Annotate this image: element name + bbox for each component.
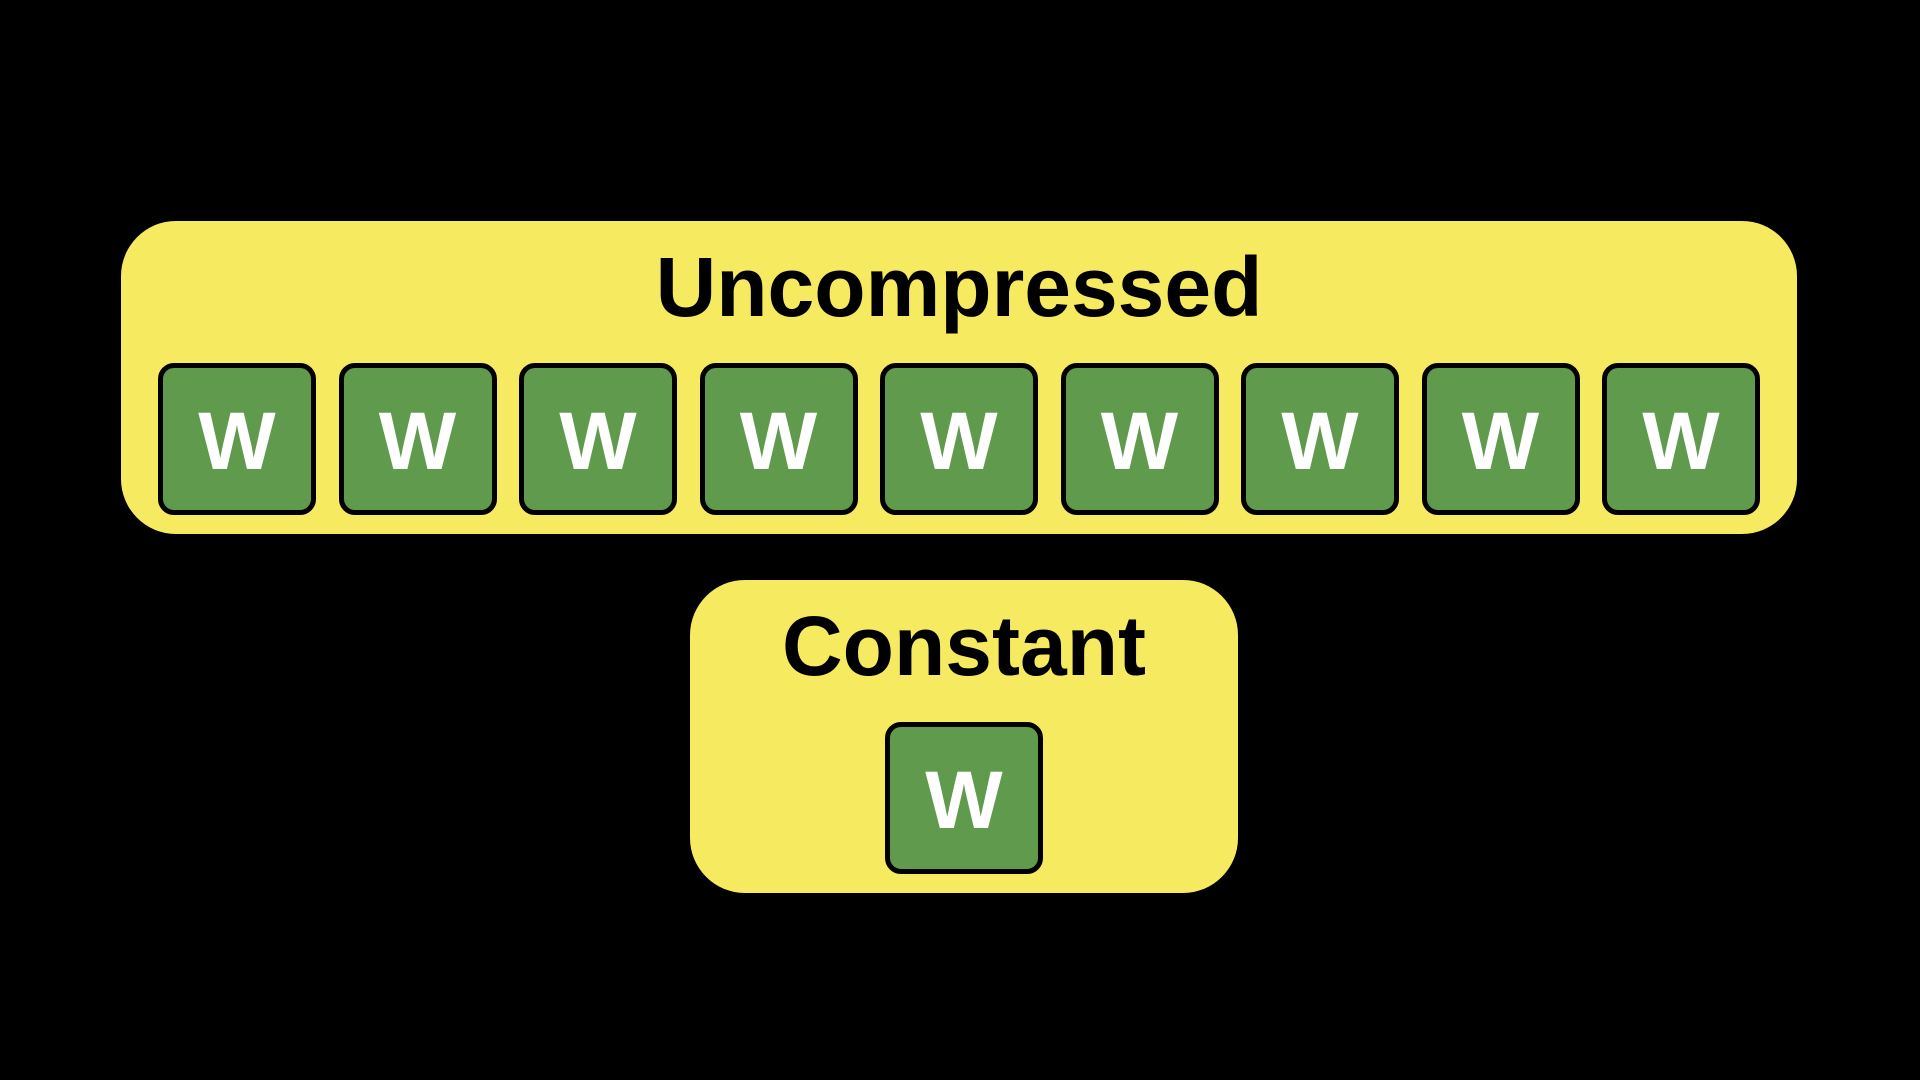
letter-tile: W	[158, 363, 316, 515]
letter-tile: W	[699, 363, 858, 515]
letter-tile: W	[1060, 363, 1219, 515]
constant-title: Constant	[782, 598, 1146, 693]
constant-block: Constant W	[690, 580, 1238, 893]
tile-letter: W	[378, 396, 457, 487]
constant-tile-row: W	[727, 722, 1201, 874]
letter-tile: W	[519, 363, 677, 515]
letter-tile: W	[1602, 363, 1760, 515]
letter-tile: W	[1421, 363, 1580, 515]
tile-letter: W	[1461, 396, 1540, 487]
tile-letter: W	[559, 396, 637, 487]
letter-tile: W	[885, 722, 1043, 874]
uncompressed-title: Uncompressed	[655, 239, 1263, 334]
letter-tile: W	[338, 363, 497, 515]
tile-letter: W	[198, 396, 276, 487]
tile-letter: W	[739, 396, 818, 487]
uncompressed-block: Uncompressed W W W W W W W W W	[121, 221, 1797, 534]
tile-letter: W	[1281, 396, 1359, 487]
tile-letter: W	[925, 755, 1003, 846]
tile-letter: W	[1642, 396, 1720, 487]
letter-tile: W	[1241, 363, 1399, 515]
tile-letter: W	[920, 396, 998, 487]
tile-letter: W	[1100, 396, 1179, 487]
letter-tile: W	[880, 363, 1038, 515]
